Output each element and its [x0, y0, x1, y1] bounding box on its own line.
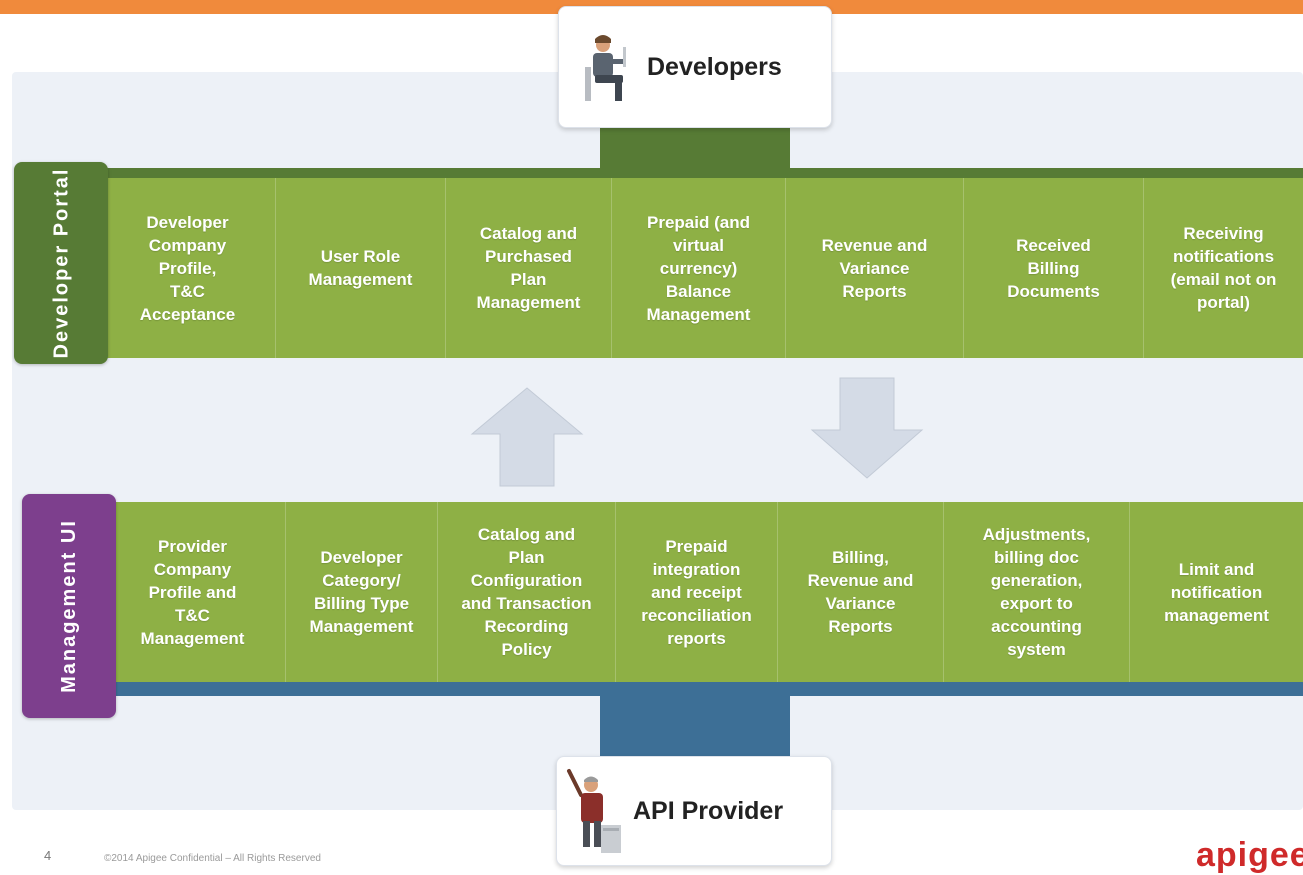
management-ui-band: Provider Company Profile and T&C Managem… — [100, 502, 1303, 696]
api-provider-box: API Provider — [556, 756, 832, 866]
management-item: Adjustments, billing doc generation, exp… — [944, 502, 1130, 682]
portal-item: Received Billing Documents — [964, 178, 1144, 358]
portal-item: User Role Management — [276, 178, 446, 358]
management-item: Developer Category/ Billing Type Managem… — [286, 502, 438, 682]
portal-item: Developer Company Profile, T&C Acceptanc… — [100, 178, 276, 358]
copyright-text: ©2014 Apigee Confidential – All Rights R… — [104, 853, 321, 864]
management-item: Prepaid integration and receipt reconcil… — [616, 502, 778, 682]
provider-connector — [600, 696, 790, 756]
seated-developer-icon — [585, 35, 626, 101]
portal-item: Revenue and Variance Reports — [786, 178, 964, 358]
management-item: Catalog and Plan Configuration and Trans… — [438, 502, 616, 682]
management-ui-title: Management UI — [22, 494, 116, 718]
arrow-up-icon — [470, 387, 584, 487]
api-provider-label: API Provider — [633, 796, 784, 825]
brand-logo: apigee — [1196, 836, 1303, 874]
developer-portal-band: Developer Company Profile, T&C Acceptanc… — [100, 168, 1303, 358]
arrow-down-icon — [810, 377, 924, 479]
management-item: Limit and notification management — [1164, 559, 1269, 625]
developer-portal-title: Developer Portal — [14, 162, 108, 364]
developers-connector — [600, 126, 790, 168]
portal-item: Catalog and Purchased Plan Management — [446, 178, 612, 358]
portal-item: Receiving notifications (email not on po… — [1170, 224, 1277, 312]
page-number: 4 — [44, 848, 52, 863]
management-item: Provider Company Profile and T&C Managem… — [100, 502, 286, 682]
management-item: Billing, Revenue and Variance Reports — [778, 502, 944, 682]
developers-box: Developers — [558, 6, 832, 128]
developers-label: Developers — [647, 52, 782, 81]
presenter-icon — [567, 769, 621, 853]
portal-item: Prepaid (and virtual currency) Balance M… — [612, 178, 786, 358]
